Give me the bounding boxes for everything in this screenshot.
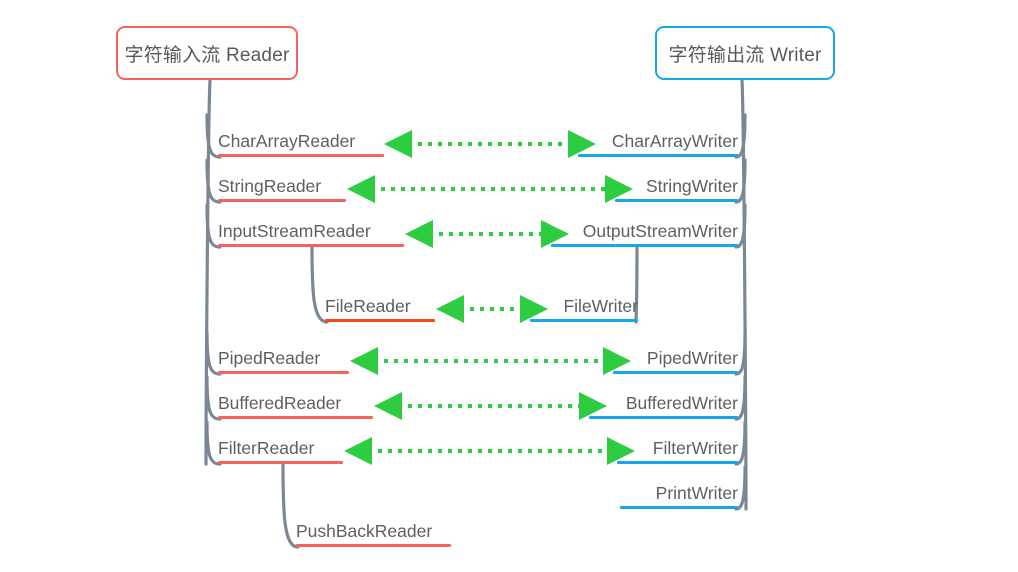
node-underline bbox=[578, 154, 738, 157]
node-label: InputStreamReader bbox=[218, 221, 371, 241]
node-underline bbox=[530, 319, 638, 322]
node-label: BufferedReader bbox=[218, 393, 342, 413]
node-label: PushBackReader bbox=[296, 521, 433, 541]
node-underline bbox=[613, 371, 738, 374]
writer-node[interactable]: OutputStreamWriter bbox=[551, 220, 738, 250]
node-underline bbox=[615, 199, 738, 202]
writer-node[interactable]: BufferedWriter bbox=[589, 392, 738, 422]
reader-trunk bbox=[204, 78, 212, 466]
writer-node[interactable]: PrintWriter bbox=[620, 482, 738, 512]
node-label: FileReader bbox=[325, 296, 411, 316]
reader-node[interactable]: FileReader bbox=[325, 295, 435, 325]
node-underline bbox=[551, 244, 738, 247]
writer-node[interactable]: FilterWriter bbox=[617, 437, 738, 467]
reader-root-box[interactable]: 字符输入流 Reader bbox=[116, 26, 298, 80]
node-underline bbox=[218, 416, 373, 419]
writer-node[interactable]: CharArrayWriter bbox=[578, 130, 738, 160]
node-label: FilterReader bbox=[218, 438, 315, 458]
reader-root-label: 字符输入流 Reader bbox=[124, 44, 290, 66]
node-label: FileWriter bbox=[563, 296, 638, 316]
writer-root-box[interactable]: 字符输出流 Writer bbox=[655, 26, 835, 80]
reader-node[interactable]: PipedReader bbox=[218, 347, 349, 377]
reader-node[interactable]: StringReader bbox=[218, 175, 346, 205]
reader-node[interactable]: BufferedReader bbox=[218, 392, 373, 422]
node-label: PipedWriter bbox=[646, 348, 738, 368]
node-underline bbox=[218, 154, 384, 157]
writer-trunk bbox=[740, 78, 748, 511]
writer-root-label: 字符输出流 Writer bbox=[668, 44, 822, 66]
reader-node[interactable]: CharArrayReader bbox=[218, 130, 384, 160]
node-underline bbox=[218, 371, 349, 374]
node-underline bbox=[218, 199, 346, 202]
node-underline bbox=[589, 416, 738, 419]
node-label: BufferedWriter bbox=[625, 393, 738, 413]
node-underline bbox=[617, 461, 738, 464]
node-label: CharArrayWriter bbox=[611, 131, 738, 151]
node-underline bbox=[218, 244, 404, 247]
node-label: FilterWriter bbox=[652, 438, 738, 458]
node-label: CharArrayReader bbox=[218, 131, 356, 151]
reader-node[interactable]: InputStreamReader bbox=[218, 220, 404, 250]
writer-node[interactable]: FileWriter bbox=[530, 295, 638, 325]
node-underline bbox=[296, 544, 451, 547]
node-underline bbox=[620, 506, 738, 509]
node-label: StringReader bbox=[218, 176, 322, 196]
reader-node[interactable]: PushBackReader bbox=[296, 520, 451, 550]
reader-node[interactable]: FilterReader bbox=[218, 437, 343, 467]
node-underline bbox=[218, 461, 343, 464]
node-underline bbox=[325, 319, 435, 322]
writer-node[interactable]: StringWriter bbox=[615, 175, 738, 205]
node-label: StringWriter bbox=[645, 176, 738, 196]
writer-node[interactable]: PipedWriter bbox=[613, 347, 738, 377]
node-label: PrintWriter bbox=[655, 483, 738, 503]
node-label: OutputStreamWriter bbox=[582, 221, 738, 241]
node-label: PipedReader bbox=[218, 348, 321, 368]
